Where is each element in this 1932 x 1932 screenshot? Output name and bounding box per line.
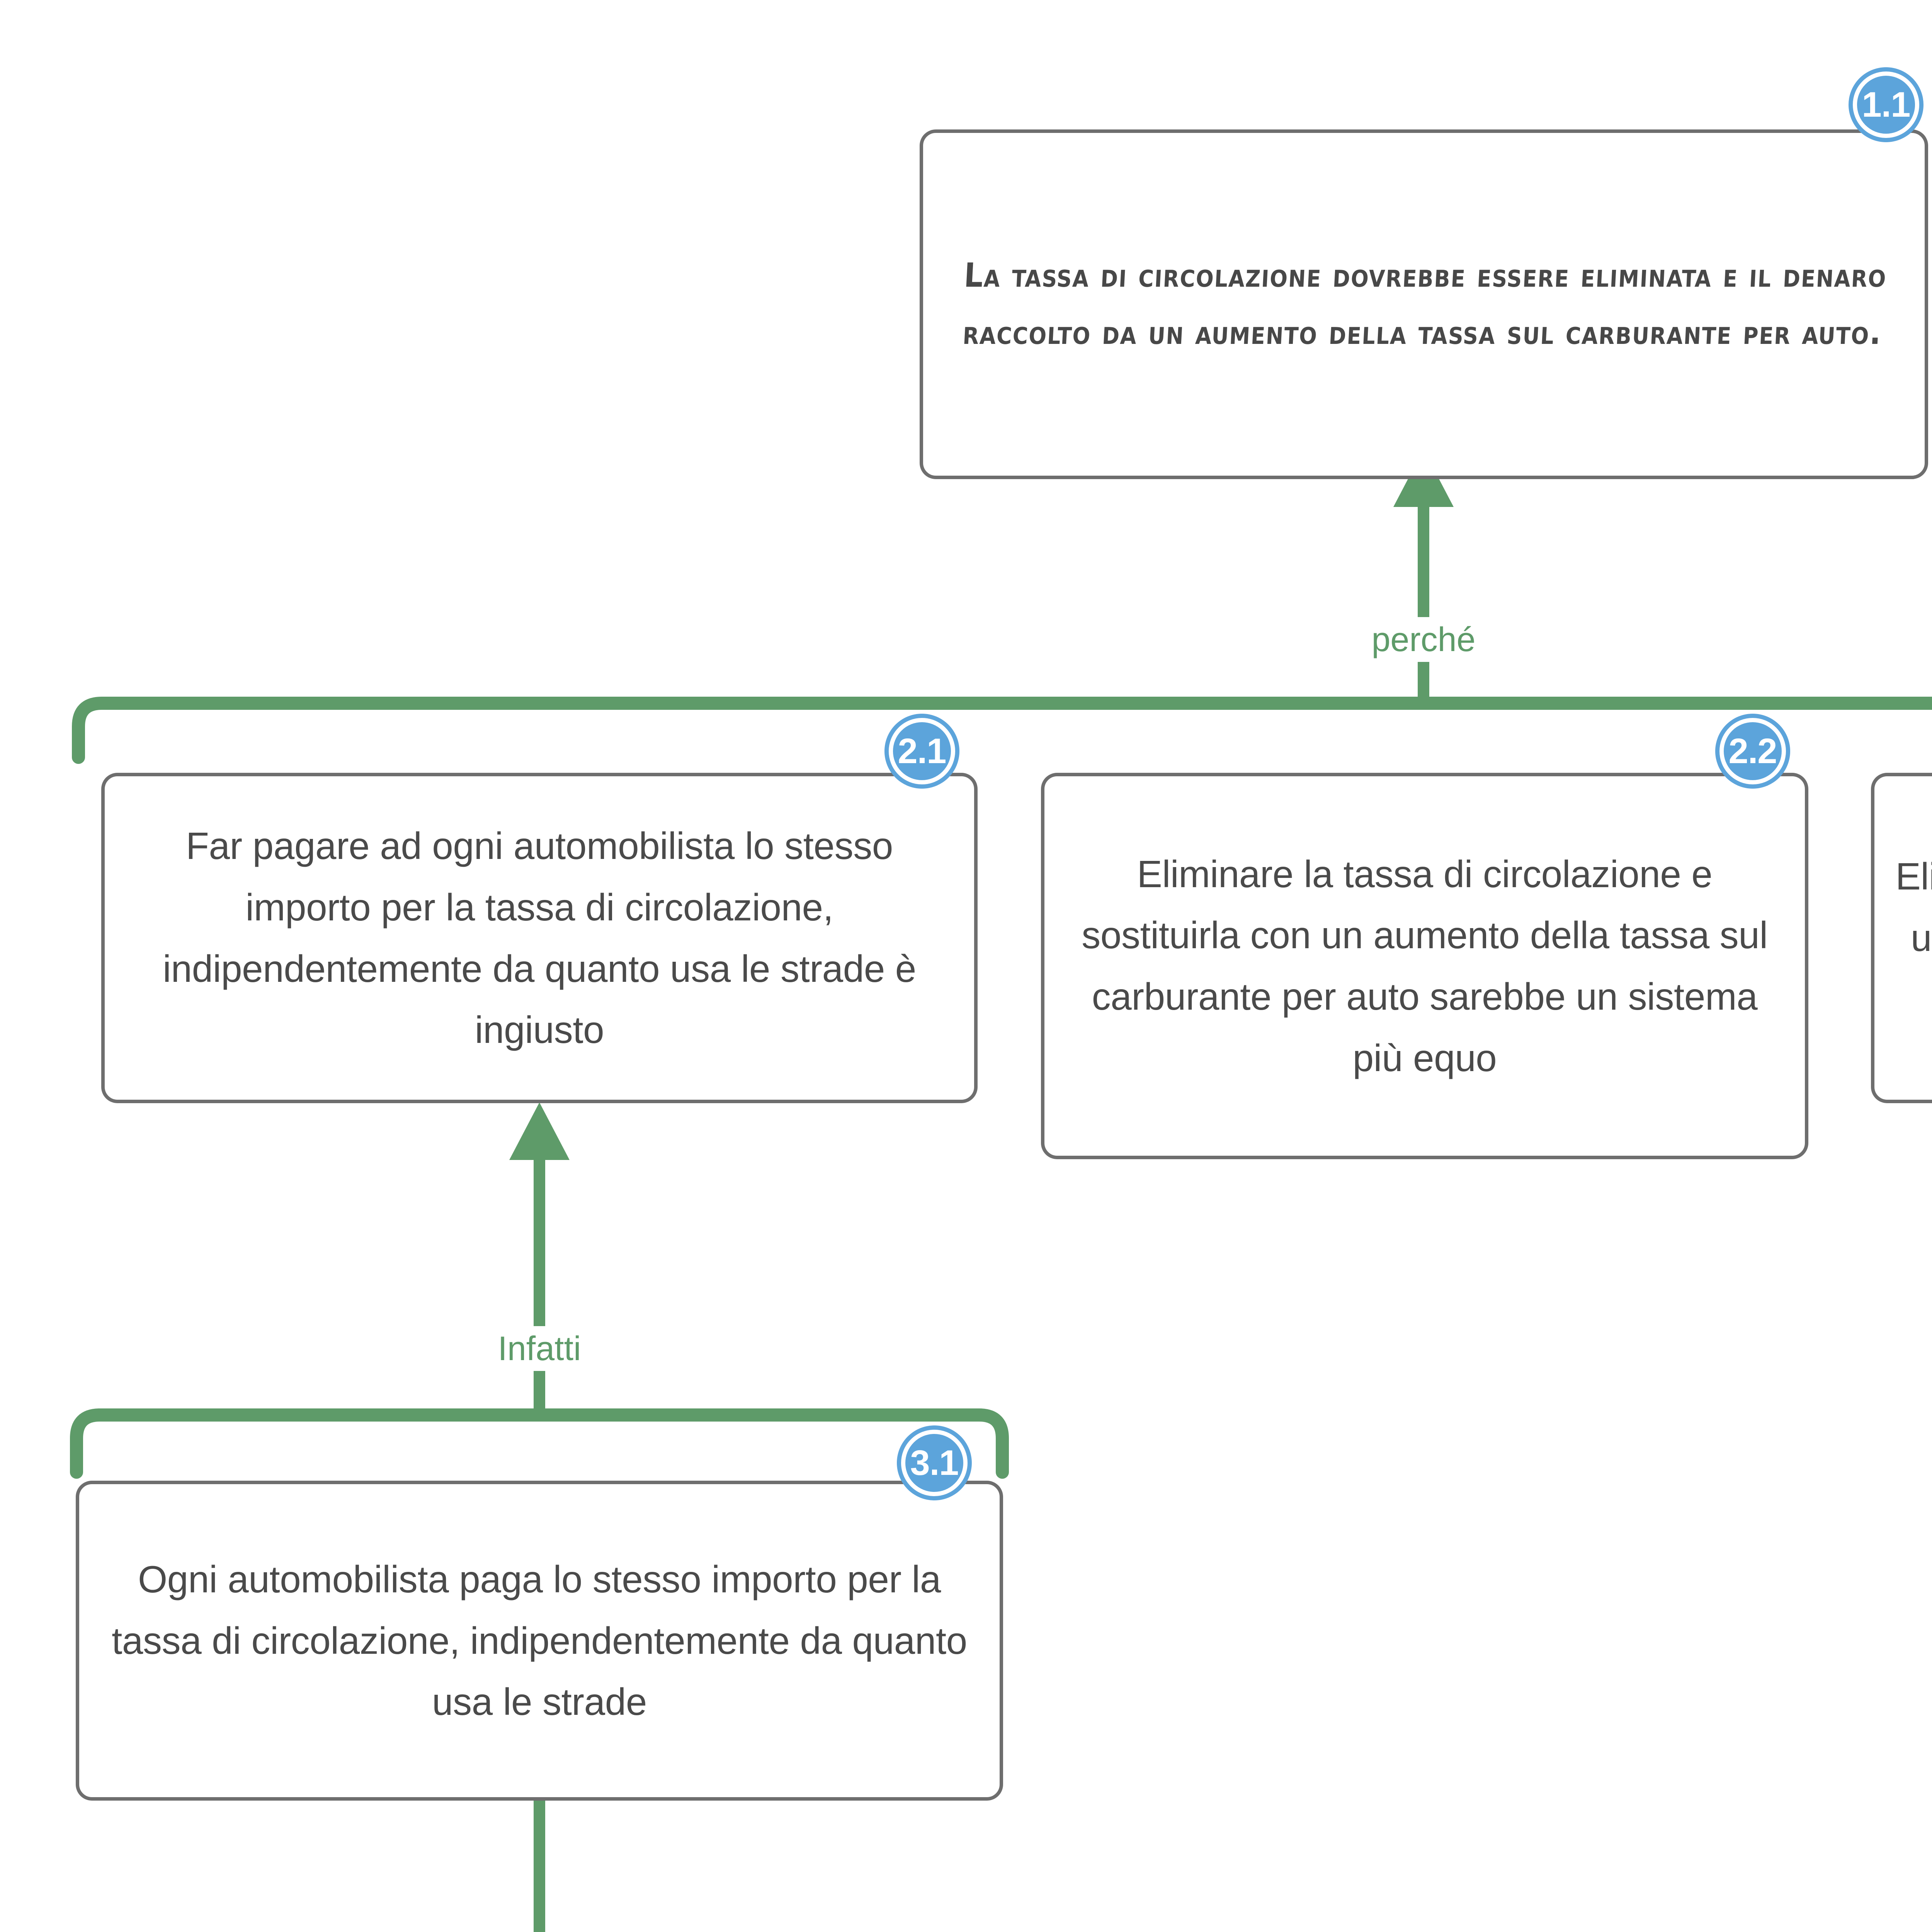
node-2-3[interactable]: Eliminare la tassa di circolazione e sos…: [1871, 773, 1932, 1103]
node-3-1-text: Ogni automobilista paga lo stesso import…: [112, 1558, 967, 1723]
connector-perche: [72, 449, 1932, 764]
node-2-2-text: Eliminare la tassa di circolazione e sos…: [1082, 852, 1768, 1079]
node-2-1[interactable]: Far pagare ad ogni automobilista lo stes…: [101, 773, 978, 1103]
arrowhead-infatti: [509, 1102, 570, 1160]
bracket-row2: [72, 697, 1932, 764]
edge-label-perche: perché: [1363, 617, 1484, 662]
badge-3-1-label: 3.1: [910, 1443, 959, 1483]
bracket-row3: [70, 1408, 1009, 1479]
badge-1-1[interactable]: 1.1: [1853, 71, 1919, 138]
connector-per-esempio: [534, 1801, 545, 1932]
edge-label-infatti: Infatti: [489, 1326, 590, 1371]
node-1-1-text: La tassa di circolazione dovrebbe essere…: [962, 256, 1888, 352]
node-2-3-text: Eliminare la tassa di circolazione e sos…: [1895, 855, 1932, 959]
node-2-2[interactable]: Eliminare la tassa di circolazione e sos…: [1041, 773, 1808, 1159]
node-1-1[interactable]: La tassa di circolazione dovrebbe essere…: [920, 129, 1928, 479]
node-2-1-text: Far pagare ad ogni automobilista lo stes…: [163, 825, 916, 1051]
badge-2-2-label: 2.2: [1728, 731, 1777, 771]
badge-2-2[interactable]: 2.2: [1719, 718, 1786, 784]
badge-1-1-label: 1.1: [1862, 85, 1911, 124]
badge-2-1[interactable]: 2.1: [889, 718, 955, 784]
badge-3-1[interactable]: 3.1: [901, 1430, 968, 1496]
connector-infatti: [70, 1102, 1009, 1479]
badge-2-1-label: 2.1: [898, 731, 947, 771]
node-3-1[interactable]: Ogni automobilista paga lo stesso import…: [76, 1481, 1003, 1801]
